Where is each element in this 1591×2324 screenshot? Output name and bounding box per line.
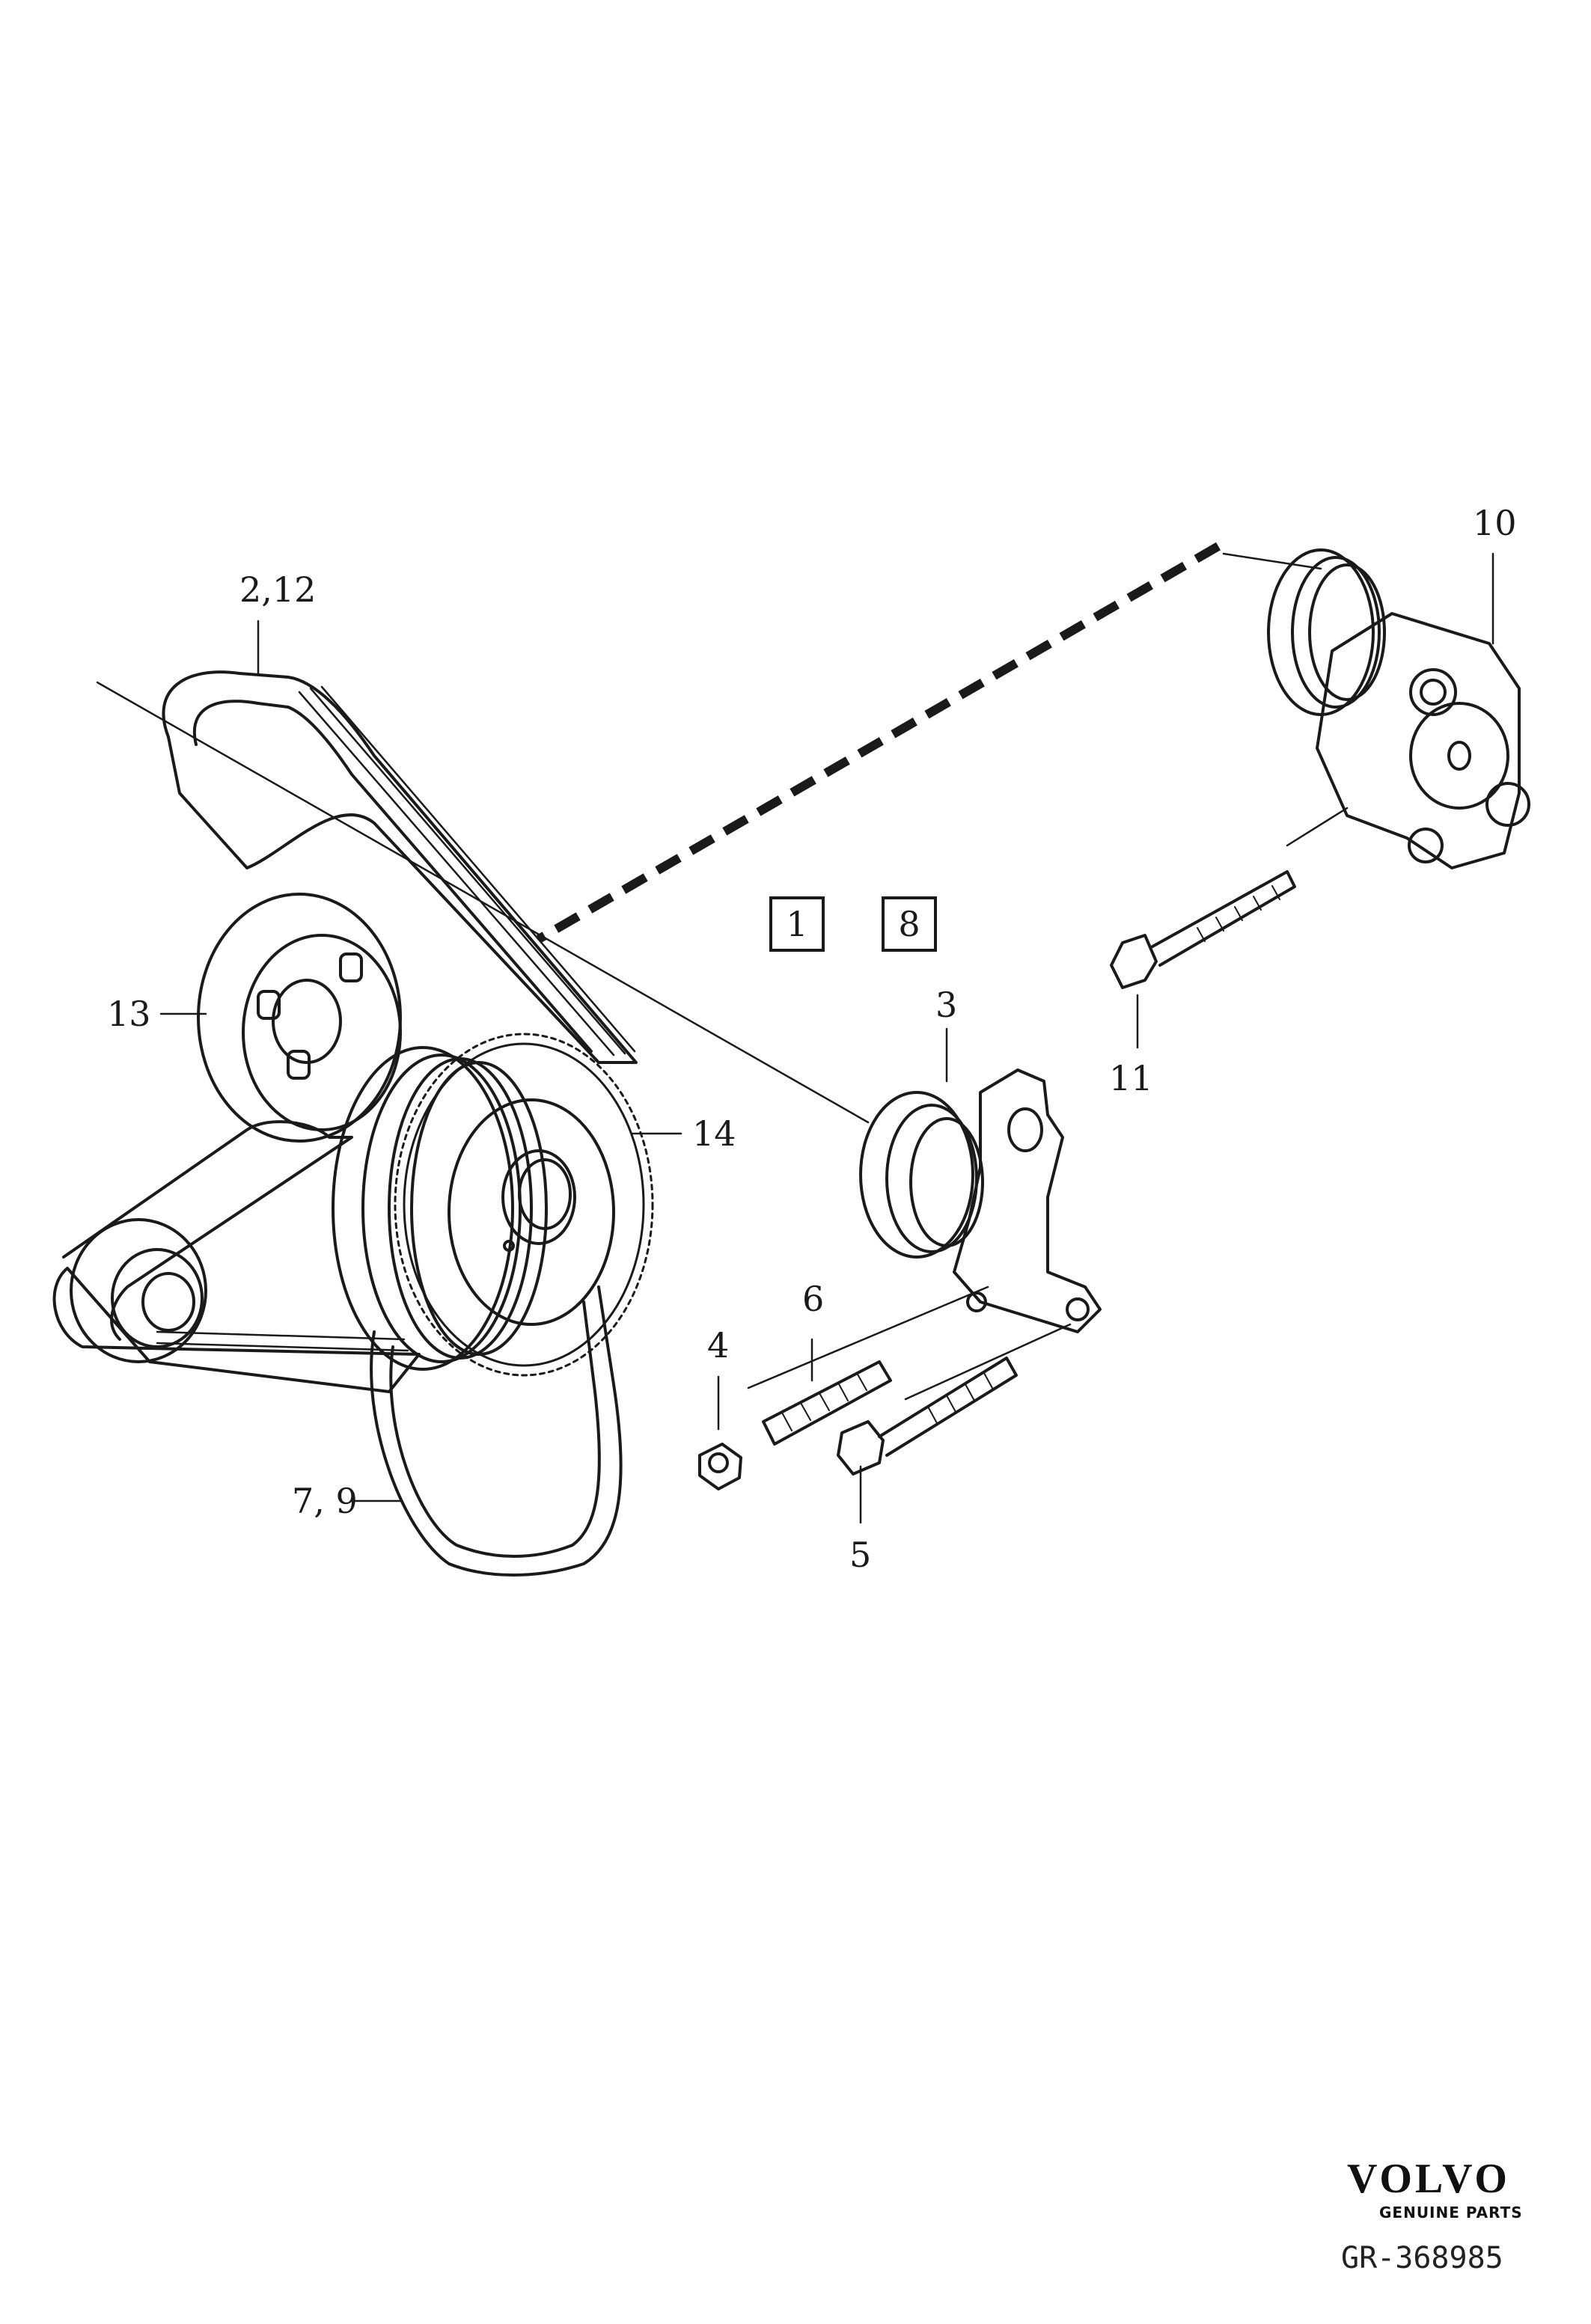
bolt-5 [837, 1357, 1018, 1476]
leader-lines [96, 552, 1494, 1524]
pulley-13 [197, 893, 402, 1143]
callout-3: 3 [935, 985, 958, 1025]
callout-11: 11 [1109, 1058, 1153, 1098]
nut-4 [698, 1443, 742, 1490]
callout-6: 6 [802, 1279, 825, 1319]
callout-14: 14 [692, 1113, 736, 1154]
volvo-logo: VOLVO [1347, 2156, 1510, 2202]
boxed-label-1: 1 [769, 896, 825, 952]
callout-2-12: 2,12 [239, 569, 317, 610]
callout-7-9: 7, 9 [292, 1481, 358, 1521]
crank-pulley-14 [332, 1033, 654, 1377]
tensioner-3 [859, 1068, 1102, 1333]
callout-4: 4 [707, 1325, 730, 1366]
bolt-11 [1110, 870, 1296, 989]
callout-13: 13 [107, 994, 151, 1034]
boxed-label-8: 8 [882, 896, 937, 952]
lower-idler-pulley [70, 1218, 207, 1363]
dashed-link-line [536, 542, 1221, 944]
auto-tensioner-10 [1267, 548, 1530, 869]
callout-5: 5 [849, 1535, 872, 1575]
figure-number: GR-368985 [1341, 2241, 1503, 2275]
callout-10: 10 [1473, 503, 1517, 543]
lower-drive-belt [52, 1120, 623, 1577]
stud-6 [762, 1360, 892, 1446]
upper-drive-belt [162, 670, 638, 1064]
genuine-parts-tagline: GENUINE PARTS [1379, 2204, 1523, 2221]
